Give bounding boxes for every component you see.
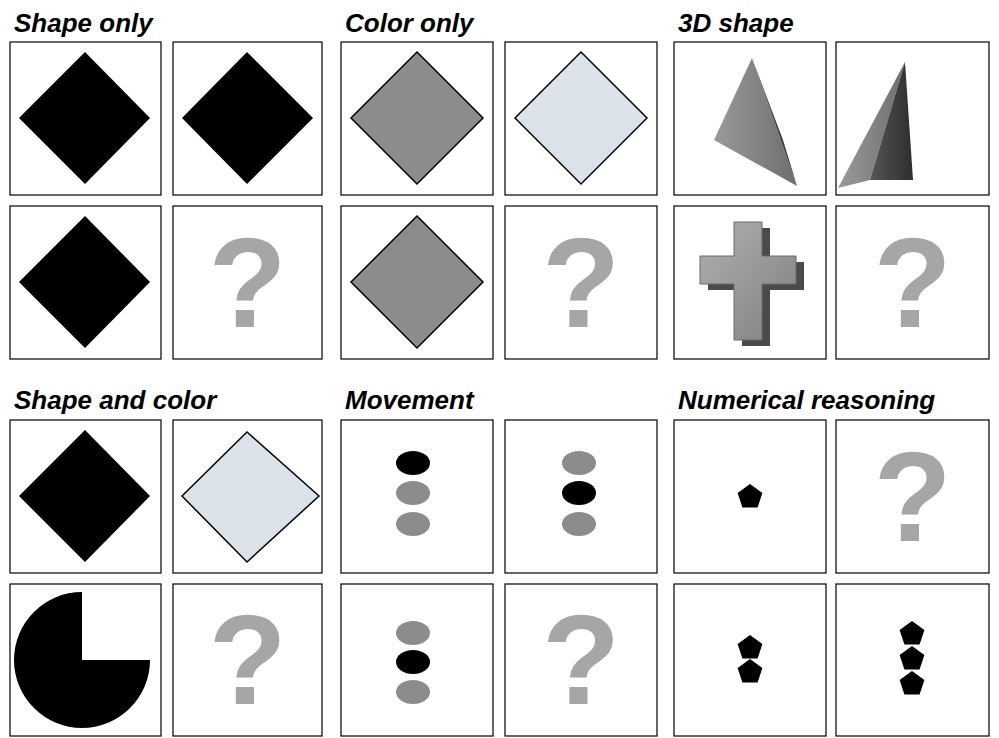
black-oval [396, 650, 430, 674]
black-diamond [182, 52, 313, 184]
pentagon [900, 671, 925, 695]
grey-diamond [351, 52, 483, 184]
frame [505, 420, 657, 573]
frame [341, 206, 493, 359]
frames [10, 42, 989, 736]
pyramid-face [870, 62, 913, 180]
panel-title: Shape only [14, 8, 153, 38]
frame [341, 420, 493, 573]
pyramid-face [752, 58, 797, 186]
question-cell: ? [836, 420, 989, 573]
black-diamond [19, 52, 150, 184]
grey-oval [562, 451, 596, 475]
question-cell: ? [505, 206, 657, 359]
frame [674, 42, 826, 195]
black-oval [562, 481, 596, 505]
question-cell: ? [505, 584, 657, 736]
cross-face [700, 222, 796, 340]
black-diamond [19, 216, 150, 348]
pentagon [738, 659, 763, 683]
pyramid [714, 58, 797, 186]
grey-oval [396, 680, 430, 704]
grey-diamond [351, 216, 483, 348]
panel-title: Color only [345, 8, 474, 38]
cross-3d [700, 222, 804, 346]
grey-oval [396, 621, 430, 645]
panel-title: Numerical reasoning [678, 385, 935, 415]
question-mark: ? [208, 219, 286, 347]
frame [173, 420, 322, 573]
pyramid-rotated [838, 62, 913, 188]
frame [173, 206, 322, 359]
question-cell: ? [173, 584, 322, 736]
frame [505, 42, 657, 195]
panel-title: Shape and color [14, 385, 216, 415]
question-cell: ? [836, 206, 989, 359]
light-diamond [182, 432, 319, 562]
frame [836, 420, 989, 573]
frame [341, 42, 493, 195]
panel-title: Movement [345, 385, 474, 415]
frame [10, 206, 161, 359]
pyramid-face [714, 58, 797, 186]
frame [173, 584, 322, 736]
question-mark: ? [873, 433, 951, 561]
grey-oval [396, 512, 430, 536]
black-diamond [19, 430, 150, 562]
pentagon [738, 635, 763, 659]
frame [836, 584, 989, 736]
question-mark: ? [542, 219, 620, 347]
question-mark: ? [208, 596, 286, 724]
frame [836, 206, 989, 359]
frame [173, 42, 322, 195]
grey-oval [562, 512, 596, 536]
frame [505, 206, 657, 359]
frame [674, 420, 826, 573]
black-oval [396, 451, 430, 475]
pentagon [738, 484, 763, 508]
frame [674, 584, 826, 736]
pentagon [900, 646, 925, 670]
frame [341, 584, 493, 736]
frame [10, 584, 161, 736]
panel-title: 3D shape [678, 8, 794, 38]
question-mark: ? [873, 219, 951, 347]
quarter-cut-circle [14, 592, 150, 728]
pentagon [900, 621, 925, 645]
light-diamond [515, 52, 647, 184]
frame [836, 42, 989, 195]
frame [674, 206, 826, 359]
grey-oval [396, 481, 430, 505]
question-cell: ? [173, 206, 322, 359]
frame [10, 420, 161, 573]
frame [505, 584, 657, 736]
question-mark: ? [542, 596, 620, 724]
frame [10, 42, 161, 195]
